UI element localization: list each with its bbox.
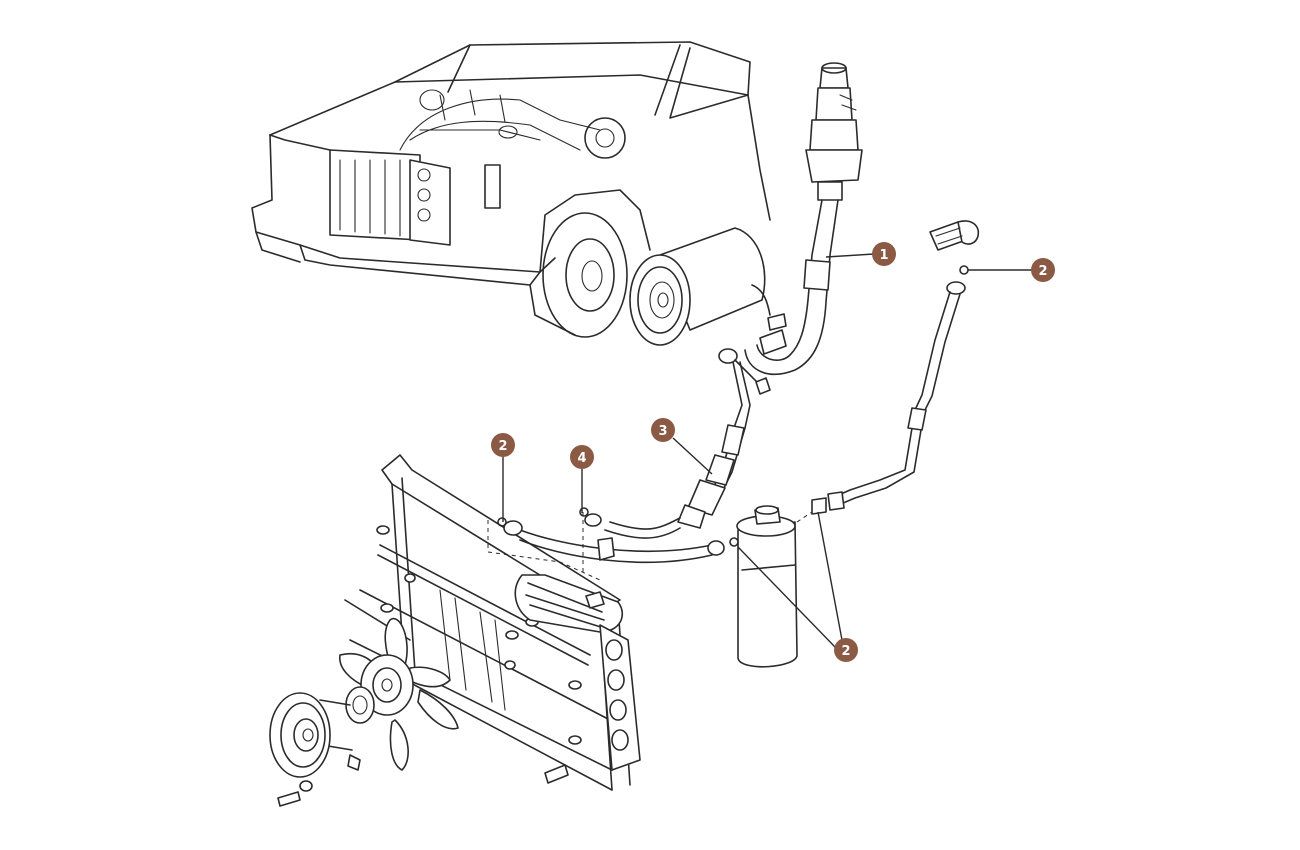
callout-3[interactable]: 3: [651, 418, 675, 442]
receiver-drier-illustration: [736, 505, 813, 668]
callout-4-label: 4: [577, 451, 586, 466]
callout-2-bottom[interactable]: 2: [834, 638, 858, 662]
callout-2-left-label: 2: [498, 439, 507, 454]
callout-1-circle: [872, 242, 896, 266]
callout-2-top-right[interactable]: 2: [1031, 258, 1055, 282]
liquid-line-illustration: [811, 220, 980, 515]
callout-2-top-right-label: 2: [1038, 264, 1047, 279]
callout-4[interactable]: 4: [570, 445, 594, 469]
discharge-hose-illustration: [584, 348, 771, 539]
callout-2-left-circle: [491, 433, 515, 457]
callout-2-top-right-circle: [1031, 258, 1055, 282]
car-body-illustration: [251, 41, 771, 338]
condenser-assembly-illustration: [344, 454, 739, 791]
compressor-illustration: [629, 227, 771, 346]
suction-hose-illustration: [744, 62, 863, 375]
callout-1[interactable]: 1: [872, 242, 896, 266]
leader-lines: [502, 253, 1033, 648]
callout-2-bottom-circle: [834, 638, 858, 662]
callout-1-label: 1: [879, 248, 888, 263]
callout-4-circle: [570, 445, 594, 469]
fan-and-pulley-illustration: [269, 617, 569, 807]
callout-3-circle: [651, 418, 675, 442]
callout-2-left[interactable]: 2: [491, 433, 515, 457]
callout-2-bottom-label: 2: [841, 644, 850, 659]
callout-3-label: 3: [658, 424, 667, 439]
